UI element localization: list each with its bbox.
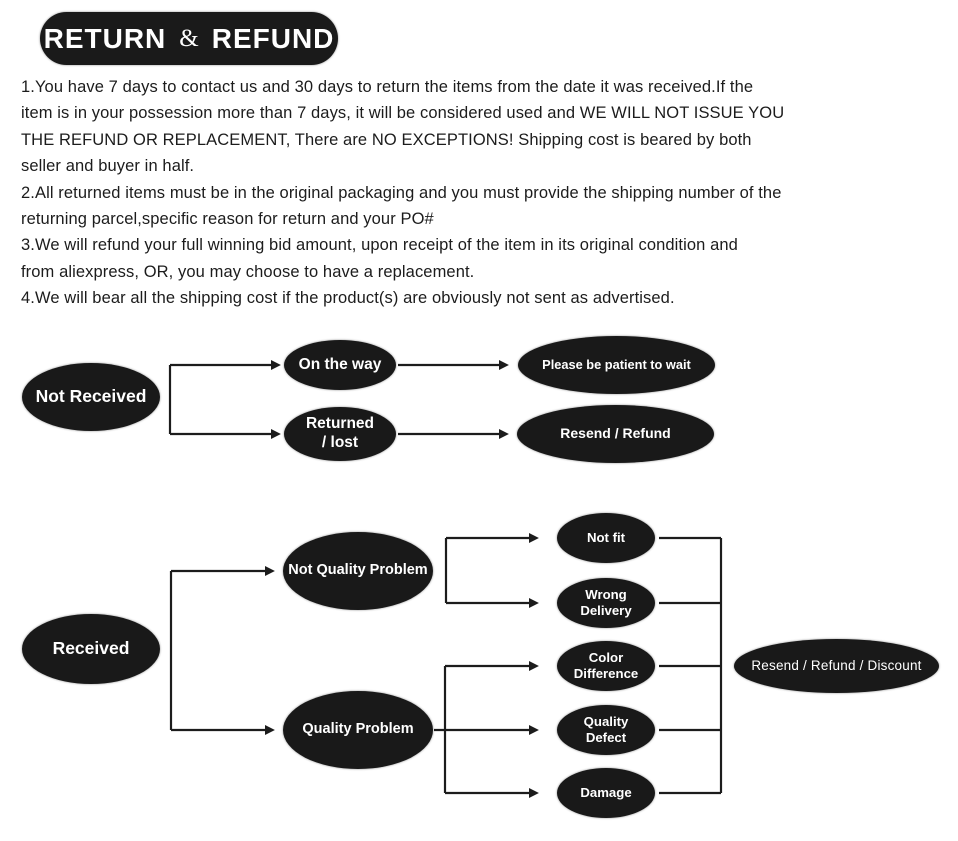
- flow-node-damage: Damage: [557, 768, 655, 818]
- policy-paragraph-4: 4.We will bear all the shipping cost if …: [21, 289, 675, 308]
- header-ampersand: &: [179, 24, 199, 52]
- flowchart-not-received: Not Received On the way Returned / lost …: [0, 330, 958, 480]
- flow-node-resend-refund: Resend / Refund: [517, 405, 714, 463]
- flow-node-received: Received: [22, 614, 160, 684]
- policy-text-block: 1.You have 7 days to contact us and 30 d…: [21, 74, 949, 312]
- flow-node-not-fit: Not fit: [557, 513, 655, 563]
- flow-node-wrong-delivery: Wrong Delivery: [557, 578, 655, 628]
- flowchart2-connectors: [169, 533, 723, 798]
- flowchart1-connectors: [168, 360, 509, 439]
- header-word-return: RETURN: [43, 22, 167, 54]
- flow-node-returned-lost: Returned / lost: [284, 407, 396, 461]
- flow-node-on-the-way: On the way: [284, 340, 396, 390]
- flowchart-received: Received Not Quality Problem Quality Pro…: [0, 500, 958, 841]
- policy-paragraph-3: 3.We will refund your full winning bid a…: [21, 236, 738, 281]
- flow-node-resend-refund-discount: Resend / Refund / Discount: [734, 639, 939, 693]
- flow-node-not-quality-problem: Not Quality Problem: [283, 532, 433, 610]
- flow-node-quality-defect: Quality Defect: [557, 705, 655, 755]
- flow-node-quality-problem: Quality Problem: [283, 691, 433, 769]
- policy-paragraph-1: 1.You have 7 days to contact us and 30 d…: [21, 78, 785, 176]
- header-word-refund: REFUND: [211, 22, 335, 54]
- header-badge: RETURN & REFUND: [40, 12, 338, 65]
- flow-node-please-be-patient: Please be patient to wait: [518, 336, 715, 394]
- policy-paragraph-2: 2.All returned items must be in the orig…: [21, 183, 782, 229]
- flow-node-color-difference: Color Difference: [557, 641, 655, 691]
- flow-node-not-received: Not Received: [22, 363, 160, 431]
